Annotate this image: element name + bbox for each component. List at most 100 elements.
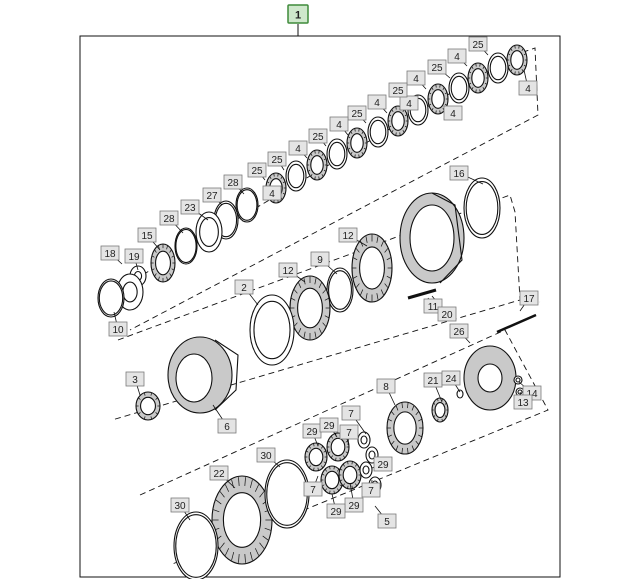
carrier-6 xyxy=(168,337,238,413)
callout-28: 28 xyxy=(224,175,242,189)
housing-part xyxy=(400,193,464,283)
callout-4: 4 xyxy=(289,141,307,155)
callout-25: 25 xyxy=(309,129,327,143)
callout-29: 29 xyxy=(327,504,345,518)
callout-number: 2 xyxy=(241,283,247,294)
callout-2: 2 xyxy=(235,280,253,294)
o-ring-30b xyxy=(174,512,218,579)
callout-number: 22 xyxy=(213,469,225,480)
callout-number: 3 xyxy=(132,375,138,386)
callout-number: 29 xyxy=(348,501,360,512)
planet-gear-0 xyxy=(305,443,327,471)
callout-19: 19 xyxy=(125,249,143,263)
plug-14 xyxy=(514,376,522,384)
steel-plate-3 xyxy=(449,73,469,103)
callout-number: 7 xyxy=(346,428,352,439)
callout-number: 23 xyxy=(184,203,196,214)
callout-number: 16 xyxy=(453,169,465,180)
callout-30: 30 xyxy=(257,448,275,462)
callout-30: 30 xyxy=(171,498,189,512)
callout-number: 8 xyxy=(383,382,389,393)
callout-number: 25 xyxy=(431,63,443,74)
callout-number: 7 xyxy=(368,486,374,497)
callout-number: 4 xyxy=(413,74,419,85)
bolt-17 xyxy=(497,315,536,332)
callout-number: 7 xyxy=(310,485,316,496)
callout-number: 28 xyxy=(227,178,239,189)
cover-26 xyxy=(464,346,516,410)
callout-number: 10 xyxy=(112,325,124,336)
callout-12: 12 xyxy=(279,263,297,277)
callout-number: 13 xyxy=(517,398,529,409)
callout-number: 25 xyxy=(271,155,283,166)
callout-number: 11 xyxy=(428,302,439,313)
callout-4: 4 xyxy=(368,95,386,109)
callout-number: 4 xyxy=(336,120,342,131)
callout-28: 28 xyxy=(160,211,178,225)
callout-number: 30 xyxy=(260,451,272,462)
callout-number: 29 xyxy=(306,427,318,438)
callout-number: 4 xyxy=(295,144,301,155)
callout-number: 12 xyxy=(282,266,294,277)
callout-number: 25 xyxy=(312,132,324,143)
callout-5: 5 xyxy=(378,514,396,528)
callout-number: 29 xyxy=(323,421,335,432)
callout-3: 3 xyxy=(126,372,144,386)
callout-number: 25 xyxy=(472,40,484,51)
callout-25: 25 xyxy=(248,163,266,177)
callout-number: 4 xyxy=(374,98,380,109)
callout-25: 25 xyxy=(389,83,407,97)
callout-24: 24 xyxy=(442,371,460,385)
callout-15: 15 xyxy=(138,228,156,242)
callout-9: 9 xyxy=(311,252,329,266)
callout-number: 18 xyxy=(104,249,116,260)
callout-29: 29 xyxy=(303,424,321,438)
callout-number: 20 xyxy=(441,310,453,321)
callout-number: 29 xyxy=(330,507,342,518)
callout-25: 25 xyxy=(469,37,487,51)
callout-29: 29 xyxy=(374,457,392,471)
callout-7: 7 xyxy=(342,406,360,420)
steel-plate-1 xyxy=(488,53,508,83)
callout-number: 25 xyxy=(251,166,263,177)
callout-25: 25 xyxy=(428,60,446,74)
callout-number: 24 xyxy=(445,374,457,385)
callout-4: 4 xyxy=(448,49,466,63)
snap-ring-10 xyxy=(98,279,124,317)
callout-25: 25 xyxy=(348,106,366,120)
callout-number: 4 xyxy=(525,84,531,95)
callout-number: 7 xyxy=(348,409,354,420)
callout-4: 4 xyxy=(263,186,281,200)
friction-disc-6 xyxy=(388,106,408,136)
callout-7: 7 xyxy=(362,483,380,497)
seal-16 xyxy=(464,178,500,238)
callout-13: 13 xyxy=(514,395,532,409)
friction-disc-2 xyxy=(468,63,488,93)
callout-4: 4 xyxy=(407,71,425,85)
assembly-label: 1 xyxy=(288,5,308,23)
bearing-15 xyxy=(151,244,175,282)
callout-number: 27 xyxy=(206,191,218,202)
callout-6: 6 xyxy=(218,419,236,433)
callout-25: 25 xyxy=(268,152,286,166)
friction-disc-10 xyxy=(307,150,327,180)
callout-number: 4 xyxy=(269,189,275,200)
steel-plate-11 xyxy=(286,161,306,191)
callout-4: 4 xyxy=(519,81,537,95)
callout-8: 8 xyxy=(377,379,395,393)
callout-4: 4 xyxy=(330,117,348,131)
callout-number: 15 xyxy=(141,231,153,242)
snap-ring-28b xyxy=(175,228,197,264)
plug-24 xyxy=(457,390,463,398)
callout-18: 18 xyxy=(101,246,119,260)
callout-7: 7 xyxy=(340,425,358,439)
callout-number: 21 xyxy=(427,376,439,387)
ring-9 xyxy=(327,268,353,312)
callout-16: 16 xyxy=(450,166,468,180)
callout-number: 4 xyxy=(406,99,412,110)
callout-29: 29 xyxy=(320,418,338,432)
callout-20: 20 xyxy=(438,307,456,321)
callout-number: 29 xyxy=(377,460,389,471)
callout-number: 12 xyxy=(342,231,354,242)
